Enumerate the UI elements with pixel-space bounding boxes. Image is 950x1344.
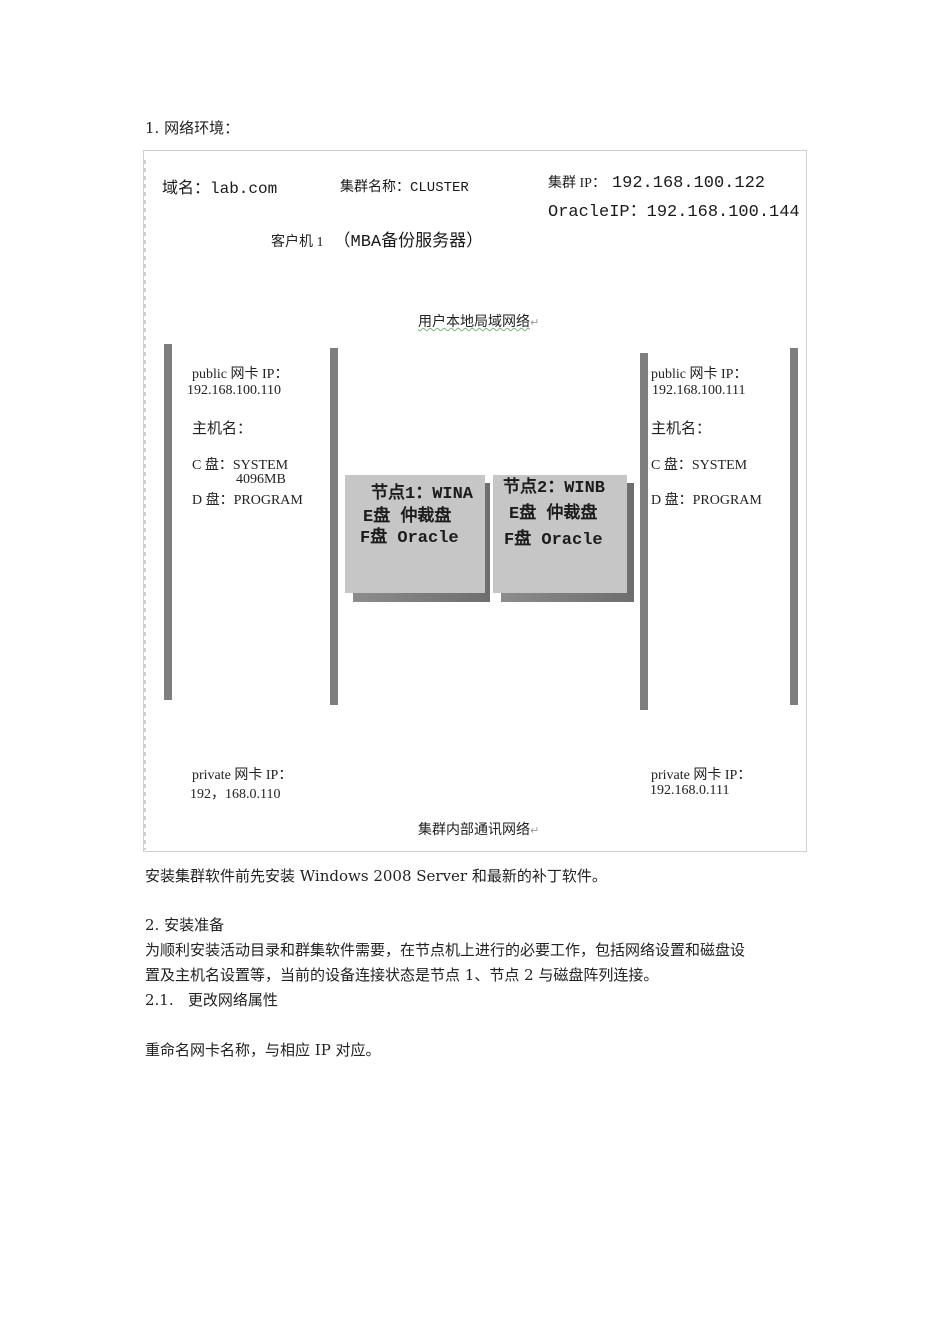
right-private-label: private 网卡 IP： — [651, 768, 752, 783]
left-c-size: 4096MB — [236, 472, 286, 487]
internal-network-label: 集群内部通讯网络↵ — [418, 822, 540, 838]
install-note-paragraph: 安装集群软件前先安装 Windows 2008 Server 和最新的补丁软件。 — [145, 867, 607, 885]
right-public-ip: 192.168.100.111 — [652, 383, 746, 398]
storage-box-1-title: 节点1：WINA — [371, 485, 474, 504]
right-c-drive: C 盘：SYSTEM — [651, 458, 748, 473]
section-2-heading: 2. 安装准备 — [145, 916, 225, 934]
section-1-heading: 1. 网络环境： — [145, 119, 240, 137]
section-2-1-body: 重命名网卡名称，与相应 IP 对应。 — [145, 1041, 381, 1059]
right-node-public-bar — [790, 348, 798, 705]
right-node-inner-bar — [640, 353, 648, 710]
left-hostname-label: 主机名： — [192, 421, 253, 437]
storage-box-1-e-drive: E盘 仲裁盘 — [363, 508, 452, 527]
left-c-drive: C 盘：SYSTEM — [192, 458, 289, 473]
right-public-label: public 网卡 IP： — [651, 367, 748, 382]
oracle-ip-line: OracleIP：192.168.100.144 — [548, 203, 800, 222]
section-2-1-heading: 2.1. 更改网络属性 — [145, 991, 278, 1009]
section-2-body-line-2: 置及主机名设置等，当前的设备连接状态是节点 1、节点 2 与磁盘阵列连接。 — [145, 966, 659, 984]
left-node-inner-bar — [330, 348, 338, 705]
client-line: 客户机 1（MBA备份服务器） — [271, 233, 484, 252]
storage-box-2: 节点2：WINB E盘 仲裁盘 F盘 Oracle — [493, 475, 627, 593]
storage-box-1-f-drive: F盘 Oracle — [360, 529, 459, 548]
left-d-drive: D 盘：PROGRAM — [192, 493, 303, 508]
left-node-public-bar — [164, 344, 172, 700]
right-private-ip: 192.168.0.111 — [650, 783, 730, 798]
storage-box-2-title: 节点2：WINB — [503, 479, 606, 498]
cluster-name-label: 集群名称：CLUSTER — [340, 180, 469, 196]
diagram-left-margin-marks — [144, 160, 146, 850]
storage-box-1: 节点1：WINA E盘 仲裁盘 F盘 Oracle — [345, 475, 485, 593]
storage-box-2-f-drive: F盘 Oracle — [504, 531, 603, 550]
storage-box-2-e-drive: E盘 仲裁盘 — [509, 505, 598, 524]
cluster-ip-value: 192.168.100.122 — [611, 174, 765, 193]
right-hostname-label: 主机名： — [651, 421, 712, 437]
left-public-label: public 网卡 IP： — [192, 367, 289, 382]
right-d-drive: D 盘：PROGRAM — [651, 493, 762, 508]
lan-label: 用户本地局域网络↵ — [418, 314, 540, 330]
section-2-body-line-1: 为顺利安装活动目录和群集软件需要，在节点机上进行的必要工作，包括网络设置和磁盘设 — [145, 941, 746, 959]
cluster-ip-line: 集群 IP：192.168.100.122 — [548, 174, 765, 193]
domain-label: 域名：lab.com — [162, 180, 278, 198]
left-private-label: private 网卡 IP： — [192, 768, 293, 783]
left-private-ip: 192，168.0.110 — [190, 787, 281, 802]
left-public-ip: 192.168.100.110 — [187, 383, 281, 398]
